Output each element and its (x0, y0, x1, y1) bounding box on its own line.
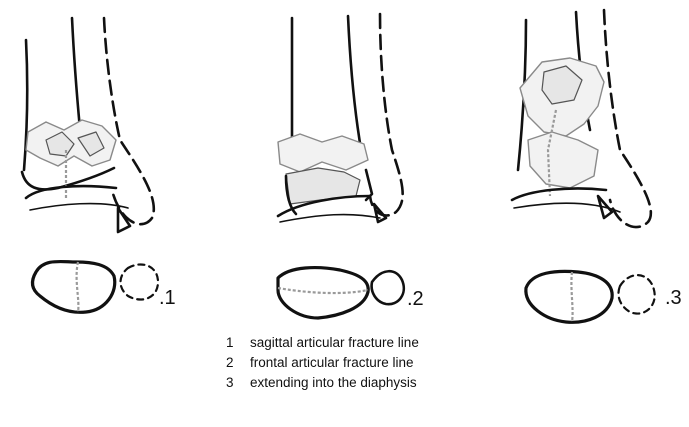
figure-number-2: .2 (407, 289, 424, 309)
talus-dome (512, 188, 606, 200)
legend-text: frontal articular fracture line (250, 355, 414, 370)
posterior-fragment (286, 168, 360, 204)
fibula-axial-dashed (618, 275, 654, 313)
talus-outline (30, 204, 128, 210)
figure-number-1: .1 (159, 288, 176, 308)
talus-outline (280, 215, 380, 222)
talus-axial-view (33, 261, 115, 312)
panel-1-ankle-lateral (22, 18, 158, 312)
legend-number: 3 (226, 373, 250, 393)
fibula-axial (372, 271, 404, 304)
fibula-axial-dashed (121, 264, 159, 299)
panel-2-ankle-lateral (278, 14, 404, 318)
talus-axial-view (526, 271, 612, 322)
tibia-outline (348, 16, 362, 155)
articular-fragments (528, 132, 598, 188)
fibula-dashed-outline (104, 18, 154, 224)
frontal-fracture-axial (278, 288, 368, 293)
fibula-dashed-outline (604, 10, 651, 227)
sagittal-fracture-axial (77, 262, 79, 312)
fibula-dashed-outline (370, 14, 403, 215)
figure-number-3: .3 (665, 288, 682, 308)
fracture-axial (571, 272, 572, 322)
legend-text: sagittal articular fracture line (250, 335, 419, 350)
legend-number: 2 (226, 353, 250, 373)
panel-3-ankle-lateral (512, 10, 655, 322)
articular-fragments (278, 134, 368, 172)
legend-number: 1 (226, 333, 250, 353)
legend-text: extending into the diaphysis (250, 375, 417, 390)
